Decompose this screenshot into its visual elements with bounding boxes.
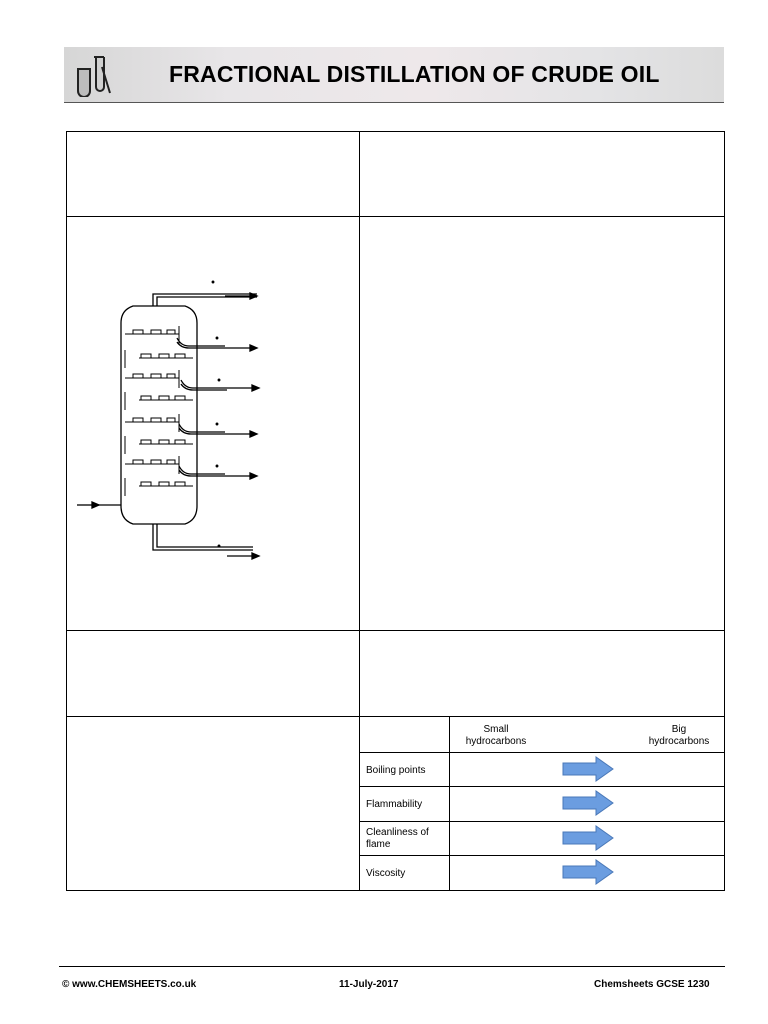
answer-box[interactable] — [450, 856, 724, 890]
answer-box[interactable] — [360, 132, 724, 216]
row-divider — [67, 216, 724, 217]
answer-box[interactable] — [67, 631, 359, 716]
row-label-viscosity: Viscosity — [366, 868, 406, 879]
answer-box[interactable] — [450, 753, 724, 786]
row-label-boiling-points: Boiling points — [366, 765, 426, 776]
column-header-big: Big hydrocarbons — [648, 724, 710, 747]
worksheet-grid: Small hydrocarbons Big hydrocarbons Boil… — [66, 131, 725, 891]
row-divider — [67, 630, 724, 631]
properties-table: Small hydrocarbons Big hydrocarbons Boil… — [360, 717, 724, 890]
answer-box[interactable] — [450, 822, 724, 855]
footer-copyright: © www.CHEMSHEETS.co.uk — [62, 979, 197, 990]
page-header: FRACTIONAL DISTILLATION OF CRUDE OIL — [64, 47, 724, 103]
outlet-arrows — [77, 280, 261, 560]
footer-divider — [59, 966, 725, 967]
right-arrow-icon — [562, 825, 614, 851]
column-divider — [359, 132, 360, 890]
table-column-divider — [449, 717, 450, 890]
table-row-divider — [360, 855, 724, 856]
footer-reference: Chemsheets GCSE 1230 — [594, 979, 710, 990]
page-title: FRACTIONAL DISTILLATION OF CRUDE OIL — [169, 61, 660, 87]
table-row-divider — [360, 786, 724, 787]
footer-date: 11-July-2017 — [339, 979, 399, 990]
right-arrow-icon — [562, 859, 614, 885]
fractionating-column-diagram — [77, 280, 261, 560]
column-header-small: Small hydrocarbons — [465, 724, 527, 747]
answer-box[interactable] — [67, 717, 359, 890]
side-outlets — [176, 337, 227, 477]
row-label-cleanliness-of-flame: Cleanliness of flame — [366, 827, 429, 850]
column-trays — [124, 326, 193, 496]
answer-box[interactable] — [67, 132, 359, 216]
answer-box[interactable] — [360, 217, 724, 630]
right-arrow-icon — [562, 756, 614, 782]
answer-box[interactable] — [360, 631, 724, 716]
row-divider — [67, 716, 724, 717]
row-label-flammability: Flammability — [366, 799, 423, 810]
lab-glassware-icon — [77, 56, 111, 97]
answer-box[interactable] — [450, 787, 724, 821]
right-arrow-icon — [562, 790, 614, 816]
table-row-divider — [360, 752, 724, 753]
table-row-divider — [360, 821, 724, 822]
